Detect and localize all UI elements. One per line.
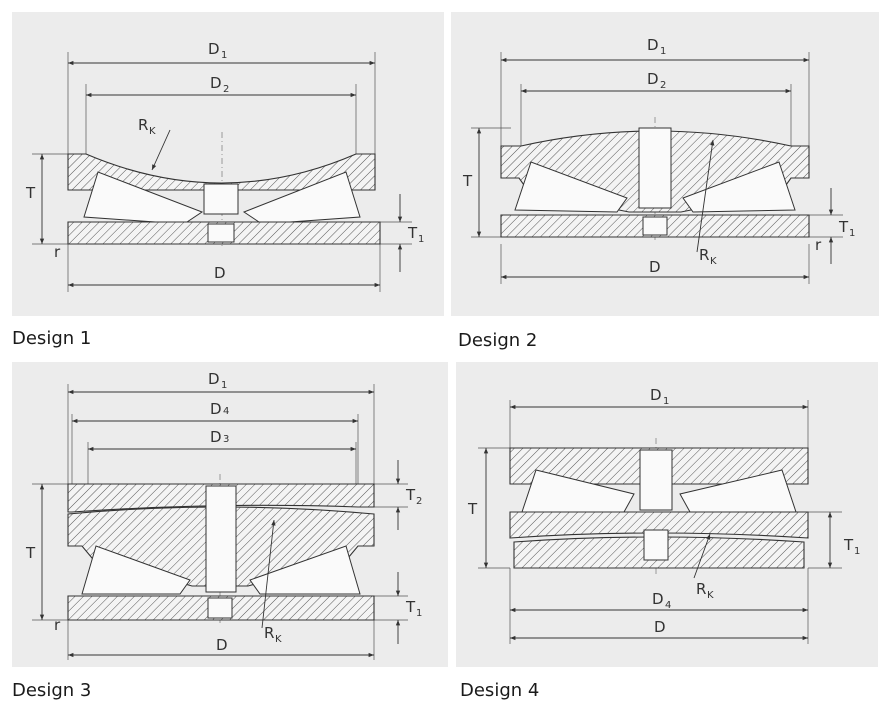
t1-label: T (838, 218, 849, 236)
d-label: D (654, 618, 666, 636)
d3-subscript: 3 (223, 434, 229, 445)
d1-subscript: 1 (221, 50, 227, 61)
rk-subscript: K (707, 590, 714, 601)
d4-label: D (652, 590, 664, 608)
roller-left (514, 161, 628, 213)
rk-label: R (699, 246, 709, 264)
design-1-caption: Design 1 (12, 328, 92, 349)
t2-subscript: 2 (416, 496, 422, 507)
t-label: T (467, 500, 478, 518)
d1-label: D (650, 386, 662, 404)
design-4-drawing: D 1 T T 1 R K D 4 D (467, 386, 860, 644)
t2-label: T (405, 486, 416, 504)
design-3-caption: Design 3 (12, 680, 92, 701)
d-label: D (216, 636, 228, 654)
d2-subscript: 2 (223, 84, 229, 95)
design-4-caption: Design 4 (460, 680, 540, 701)
d1-subscript: 1 (660, 46, 666, 57)
rk-label: R (696, 580, 706, 598)
design-3-drawing: D 1 D 4 D 3 T T 2 T 1 r R K D (25, 370, 422, 660)
rk-subscript: K (149, 126, 156, 137)
d-label: D (649, 258, 661, 276)
design-1-drawing: D 1 D 2 R K T T 1 r D (25, 40, 424, 292)
rk-label: R (138, 116, 148, 134)
design-2-caption: Design 2 (458, 330, 538, 351)
d1-label: D (647, 36, 659, 54)
design-2-drawing: D 1 D 2 T T 1 r R K D (462, 36, 855, 284)
t-label: T (462, 172, 473, 190)
r-label: r (815, 236, 822, 254)
d2-label: D (647, 70, 659, 88)
d4-subscript: 4 (223, 406, 229, 417)
center-pin (203, 183, 239, 215)
t1-subscript: 1 (849, 228, 855, 239)
t1-subscript: 1 (854, 546, 860, 557)
roller-right (249, 545, 361, 595)
t1-subscript: 1 (416, 608, 422, 619)
d4-subscript: 4 (665, 600, 671, 611)
housing-washer (67, 153, 376, 191)
design-2-panel: D 1 D 2 T T 1 r R K D (451, 12, 879, 316)
d2-label: D (210, 74, 222, 92)
design-4-panel: D 1 T T 1 R K D 4 D (456, 362, 878, 667)
d1-subscript: 1 (221, 380, 227, 391)
center-pin (638, 127, 672, 209)
design-1-panel: D 1 D 2 R K T T 1 r D (12, 12, 444, 316)
roller-right (682, 161, 796, 213)
d2-subscript: 2 (660, 80, 666, 91)
t-label: T (25, 544, 36, 562)
t1-label: T (407, 224, 418, 242)
r-label: r (54, 243, 61, 261)
d1-subscript: 1 (663, 396, 669, 407)
t1-label: T (405, 598, 416, 616)
rk-subscript: K (710, 256, 717, 267)
d4-label: D (210, 400, 222, 418)
r-label: r (54, 616, 61, 634)
center-pin (205, 485, 237, 593)
t1-label: T (843, 536, 854, 554)
d1-label: D (208, 370, 220, 388)
roller-left (81, 545, 191, 595)
d3-label: D (210, 428, 222, 446)
t1-subscript: 1 (418, 234, 424, 245)
design-3-panel: D 1 D 4 D 3 T T 2 T 1 r R K D (12, 362, 448, 667)
t-label: T (25, 184, 36, 202)
d1-label: D (208, 40, 220, 58)
rk-subscript: K (275, 634, 282, 645)
d-label: D (214, 264, 226, 282)
center-pin (639, 449, 673, 511)
rk-label: R (264, 624, 274, 642)
